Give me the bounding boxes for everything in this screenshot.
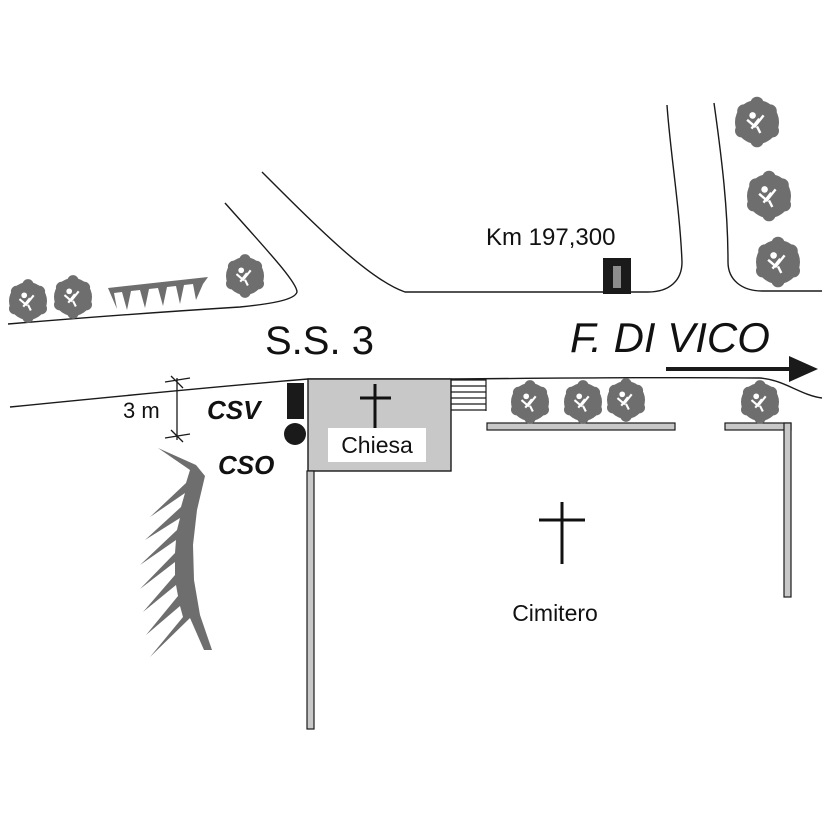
- tree-icon: [754, 235, 802, 289]
- crossroad-west-edge: [261, 104, 683, 293]
- tree-icon: [52, 274, 94, 320]
- direction-label: F. DI VICO: [570, 314, 770, 361]
- cemetery-label: Cimitero: [512, 600, 598, 626]
- crossroad-east-edge: [713, 102, 822, 292]
- west-wall: [306, 470, 315, 730]
- cemetery-cross-icon: [539, 502, 585, 564]
- scarp-symbol: [140, 448, 212, 657]
- main-road-south-edge: [9, 376, 823, 408]
- east-wall: [783, 422, 792, 598]
- cso-label: CSO: [218, 450, 274, 480]
- church-cross-icon: [360, 384, 391, 428]
- north-wall-east: [724, 422, 792, 431]
- distance-dimension: [164, 375, 191, 443]
- hedge-symbol: [108, 277, 208, 310]
- tree-icon: [224, 253, 266, 299]
- csv-label: CSV: [207, 395, 263, 425]
- church-steps: [451, 379, 487, 411]
- main-road-north-edge: [7, 202, 298, 325]
- tree-icon: [745, 169, 793, 223]
- distance-label: 3 m: [123, 398, 160, 423]
- spring-marker-icon: [287, 383, 304, 419]
- tree-icon: [733, 95, 781, 149]
- tree-icon: [605, 377, 647, 423]
- kilometer-stone-icon: [603, 258, 631, 294]
- tree-icon: [739, 379, 781, 425]
- tree-icon: [562, 379, 604, 425]
- church-label: Chiesa: [341, 432, 413, 458]
- tree-icon: [7, 278, 49, 324]
- road-name-label: S.S. 3: [265, 319, 374, 363]
- church-label-box: [328, 428, 426, 462]
- tree-icon: [509, 379, 551, 425]
- kilometer-label: Km 197,300: [486, 224, 615, 251]
- road-network: [7, 102, 823, 408]
- direction-arrow-icon: [666, 356, 818, 382]
- north-wall-center: [486, 422, 676, 431]
- spring-marker-icon: [284, 423, 306, 445]
